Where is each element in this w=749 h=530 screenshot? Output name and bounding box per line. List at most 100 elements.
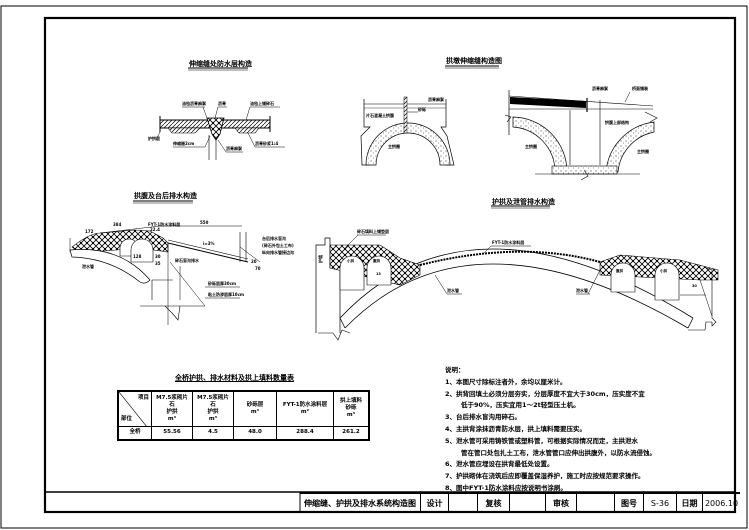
header-line1: M7.5浆砌片石 <box>197 394 229 408</box>
title-block: 伸缩缝、护拱及排水系统构造图 设计 复核 审核 图号 S-36 日期 2006.… <box>300 492 740 513</box>
label-arch-c: 腹拱 <box>616 268 624 273</box>
label-spandrel-fyt: FYT-1防水涂料层 <box>492 239 524 245</box>
header-unit: m³ <box>250 408 260 415</box>
dim-35: 35 <box>155 261 161 266</box>
note-text: 图中FYT-1防水涂料应按说明书涂刷。 <box>456 483 567 492</box>
label-arch-d: 小拱 <box>659 268 668 273</box>
cell-value: 288.4 <box>276 425 334 441</box>
section-title-expansion-joint: 伸缩缝处防水层构造 <box>188 59 253 68</box>
section-title-spandrel-drainage: 护拱及泄管排水构造 <box>492 197 556 206</box>
label-left-side: 护拱层 <box>148 135 160 141</box>
dim-20: 20 <box>251 259 257 264</box>
label-arch-b: 腹拱 <box>373 258 381 263</box>
header-line1: 砂砾层 <box>246 401 264 408</box>
note-item: 6、泄水管应埋设在拱背最低处设置。 <box>445 459 656 471</box>
label-center-top: 沥青 <box>218 100 226 106</box>
note-num: 1、 <box>445 377 457 386</box>
note-num: 3、 <box>445 413 457 422</box>
label-gravel: 碎石盲沟排水 <box>175 257 200 263</box>
note-cont: 低于90%，压实宜用1～2t轻型压土机。 <box>461 401 580 410</box>
note-num: 6、 <box>445 460 457 469</box>
header-line1: FYT-1防水涂料层 <box>282 401 328 408</box>
outer-border <box>0 5 748 529</box>
sheet-value: S-36 <box>644 494 677 513</box>
label-right-top-left: 沥青麻絮 <box>592 85 608 91</box>
header-unit: m³ <box>208 415 218 422</box>
note-text: 台后排水盲沟用碎石。 <box>456 413 522 422</box>
header-line1: M7.5浆砌片石 <box>156 394 188 408</box>
date-label: 日期 <box>677 494 703 513</box>
sheet-label: 图号 <box>615 494 644 513</box>
expansion-joint-detail: 伸缩缝处防水层构造 油毡沥青麻絮 沥青 油毡上铺碎石 护拱层 伸缩缝2cm 沥青… <box>148 59 285 160</box>
label-right-body: 拱腹上部结构 <box>605 119 629 125</box>
header-line2: 护拱 <box>207 408 219 415</box>
cell-value: 55.56 <box>151 425 193 441</box>
label-fill: 碎石填料上铺垫层 <box>357 228 389 234</box>
label-right-note1: 台后排水盲沟 <box>262 235 286 241</box>
date-value: 2006.10 <box>704 499 739 508</box>
label-layer2: 粘土防渗层厚10cm <box>207 291 244 297</box>
label-pipe: 泄水管 <box>82 263 94 269</box>
note-item: 3、台后排水盲沟用碎石。 <box>445 412 656 424</box>
note-text: 拱背回填土必须分层夯实，分层厚度不宜大于30cm，压实度不宜 <box>456 389 645 398</box>
header-unit: m² <box>300 408 310 415</box>
dim-left: 172 <box>85 229 94 234</box>
label-left-body: 片石混凝土拱腹 <box>366 112 395 118</box>
dim-span: 384 <box>113 222 122 227</box>
cell-value: 48.0 <box>233 425 277 441</box>
label-bottom-left: 伸缩缝2cm <box>172 140 194 146</box>
label-left-arch: 主拱圈 <box>388 143 400 149</box>
label-fyt: FYT-1防水涂料层 <box>148 221 180 227</box>
review-value <box>510 494 546 513</box>
note-num: 2、 <box>445 389 457 398</box>
header-line2: 砂砾 <box>345 405 357 412</box>
inner-frame <box>43 16 737 514</box>
dim-13: 13 <box>376 272 381 276</box>
corner-top-label: 项目 <box>137 395 149 401</box>
abutment-joint-detail: 拱墩伸缩缝构造图 片石混凝土拱腹 沥青麻絮 砂砾 主拱圈 沥青麻絮 桥面铺装 拱… <box>360 56 658 181</box>
corner-diagonal <box>119 392 147 427</box>
design-label: 设计 <box>421 494 449 513</box>
label-right-note3: 纵向排水管接边沟 <box>261 249 294 255</box>
label-right-note2: (碎石外包土工布) <box>262 242 294 248</box>
header-unit: m³ <box>167 415 177 422</box>
table-row: 全桥 55.56 4.5 48.0 288.4 261.2 <box>117 425 370 441</box>
note-num: 7、 <box>445 472 457 481</box>
header-line2: 护拱 <box>166 408 178 415</box>
design-value <box>449 494 478 513</box>
label-right-arch-left: 主拱圈 <box>525 143 537 149</box>
spandrel-drainage-detail: 护拱及泄管排水构造 碎石填料上铺垫层 FYT-1防水涂料层 泄水管 <box>315 197 719 341</box>
drawing-name: 伸缩缝、护拱及排水系统构造图 <box>300 494 421 513</box>
label-layer1: 砂砾层厚30cm <box>208 280 236 286</box>
row-label: 全桥 <box>117 425 152 441</box>
cell-value: 4.5 <box>192 425 234 441</box>
label-bottom-right: 沥青砂浆1:4 <box>255 140 278 146</box>
label-right-top: 油毡上铺碎石 <box>250 100 274 106</box>
notes-block: 说明： 1、本图尺寸除标注者外，余均以厘米计。 2、拱背回填土必须分层夯实，分层… <box>445 365 656 495</box>
cell-value: 261.2 <box>333 425 370 441</box>
label-pipe-right: 泄水管 <box>576 287 588 293</box>
note-cont: 管在管口处包扎土工布，泄水管管口应伸出拱腹外，以防水流侵蚀。 <box>461 448 656 457</box>
note-num: 8、 <box>445 483 457 492</box>
note-num: 4、 <box>445 424 457 433</box>
note-text: 本图尺寸除标注者外，余均以厘米计。 <box>456 377 567 386</box>
dim-70: 70 <box>255 266 261 271</box>
dim-550: 550 <box>200 220 209 225</box>
section-title-arch-drainage: 拱腹及台后排水构造 <box>134 191 198 200</box>
label-left-wall: 护墙 <box>317 255 323 263</box>
note-item: 7、护拱砌体在浇筑后应即覆盖保湿养护，施工时应按规范要求操作。 <box>445 471 656 483</box>
dim-small: 22.4 <box>150 227 160 232</box>
label-arch-a: 小拱 <box>346 258 355 263</box>
note-text: 泄水管应埋设在拱背最低处设置。 <box>456 460 554 469</box>
header-line1: 拱上填料 <box>339 398 362 405</box>
review-label: 复核 <box>478 494 510 513</box>
note-item: 5、泄水管可采用铸铁管或塑料管，可根据实际情况而定，主拱泄水 <box>445 436 656 448</box>
note-item: 8、图中FYT-1防水涂料应按说明书涂刷。 <box>445 483 656 495</box>
label-right-top-right: 桥面铺装 <box>632 85 648 91</box>
note-item: 1、本图尺寸除标注者外，余均以厘米计。 <box>445 377 656 389</box>
dim-128: 128 <box>133 254 142 259</box>
